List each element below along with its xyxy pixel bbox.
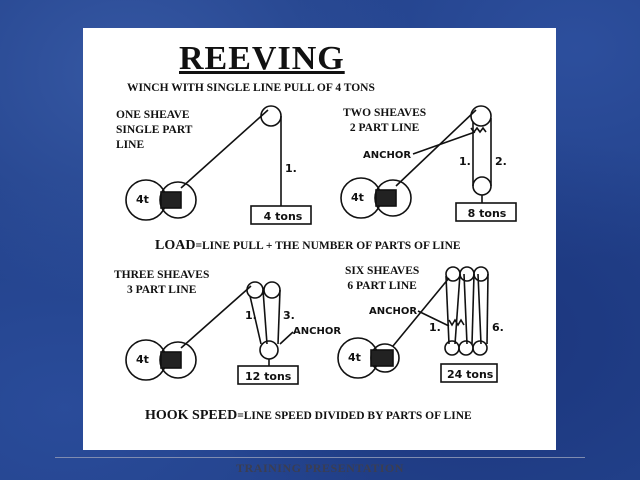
- load-box: [237, 365, 299, 385]
- winch-drum-barrel: [160, 191, 182, 209]
- load-box: [250, 205, 312, 225]
- caption-three-sheaves: THREE SHEAVES 3 PART LINE: [114, 269, 210, 296]
- footer-text: TRAINING PRESENTATION: [236, 461, 404, 475]
- top-sheave-a: [445, 266, 461, 282]
- top-sheave: [470, 105, 492, 127]
- lower-sheave-a: [444, 340, 460, 356]
- top-sheave-b: [263, 281, 281, 299]
- caption-one-sheave: ONE SHEAVE SINGLE PART LINE: [116, 109, 193, 151]
- subtitle: WINCH WITH SINGLE LINE PULL OF 4 TONS: [127, 82, 375, 94]
- load-formula-lead: LOAD: [155, 238, 196, 253]
- diagram-three-sheaves: [125, 281, 299, 385]
- winch-drum-barrel: [370, 349, 394, 367]
- lower-sheave: [259, 340, 279, 360]
- winch-drum-hub: [159, 181, 197, 219]
- pull-line: [180, 109, 269, 189]
- part-label-1: 1.: [429, 321, 441, 334]
- load-label: 12 tons: [245, 370, 292, 383]
- load-label: 8 tons: [467, 207, 507, 220]
- part-label-2: 2.: [495, 155, 507, 168]
- diagram-six-sheaves: [337, 266, 498, 383]
- top-sheave-b: [459, 266, 475, 282]
- pull-line: [180, 285, 252, 349]
- load-formula-rest: =LINE PULL + THE NUMBER OF PARTS OF LINE: [195, 240, 461, 252]
- anchor-leader: [417, 310, 450, 327]
- hook-formula-lead: HOOK SPEED: [145, 408, 238, 423]
- caption-two-sheaves: TWO SHEAVES 2 PART LINE: [343, 107, 427, 134]
- footer-divider: [55, 457, 585, 458]
- top-sheave-c: [473, 266, 489, 282]
- part-label-3: 3.: [283, 309, 295, 322]
- winch-drum-barrel: [160, 351, 182, 369]
- diagram-one-sheave: [125, 105, 312, 225]
- load-formula: LOAD=LINE PULL + THE NUMBER OF PARTS OF …: [155, 238, 461, 254]
- anchor-leader: [412, 131, 476, 155]
- top-sheave: [260, 105, 282, 127]
- load-box: [440, 363, 498, 383]
- part-label-1: 1.: [245, 309, 257, 322]
- lower-sheave-b: [458, 340, 474, 356]
- anchor-label: ANCHOR: [363, 150, 412, 161]
- lower-sheave: [472, 176, 492, 196]
- load-label: 24 tons: [447, 368, 494, 381]
- top-sheave-a: [246, 281, 264, 299]
- anchor-leader: [279, 331, 294, 345]
- hook-speed-formula: HOOK SPEED=LINE SPEED DIVIDED BY PARTS O…: [145, 408, 472, 424]
- anchor-label: ANCHOR: [293, 326, 342, 337]
- winch-drum-barrel: [375, 189, 397, 207]
- part-label-1: 1.: [459, 155, 471, 168]
- part-label-6: 6.: [492, 321, 504, 334]
- winch-label: 4t: [136, 353, 149, 366]
- page-title: REEVING: [179, 40, 345, 77]
- winch-drum-hub: [374, 179, 412, 217]
- winch-label: 4t: [348, 351, 361, 364]
- anchor-label: ANCHOR: [369, 306, 418, 317]
- load-label: 4 tons: [263, 210, 303, 223]
- part-label-1: 1.: [285, 162, 297, 175]
- anchor-mark: [448, 318, 465, 327]
- reeving-diagrams: [125, 105, 517, 385]
- diagram-two-sheaves: [340, 105, 517, 222]
- slide-panel: REEVING WINCH WITH SINGLE LINE PULL OF 4…: [83, 28, 556, 450]
- load-box: [455, 202, 517, 222]
- pull-line: [395, 109, 477, 187]
- lower-sheave-c: [472, 340, 488, 356]
- winch-label: 4t: [351, 191, 364, 204]
- winch-label: 4t: [136, 193, 149, 206]
- anchor-mark: [470, 126, 487, 134]
- hook-formula-rest: =LINE SPEED DIVIDED BY PARTS OF LINE: [237, 410, 472, 422]
- winch-drum-hub: [159, 341, 197, 379]
- caption-six-sheaves: SIX SHEAVES 6 PART LINE: [345, 265, 420, 292]
